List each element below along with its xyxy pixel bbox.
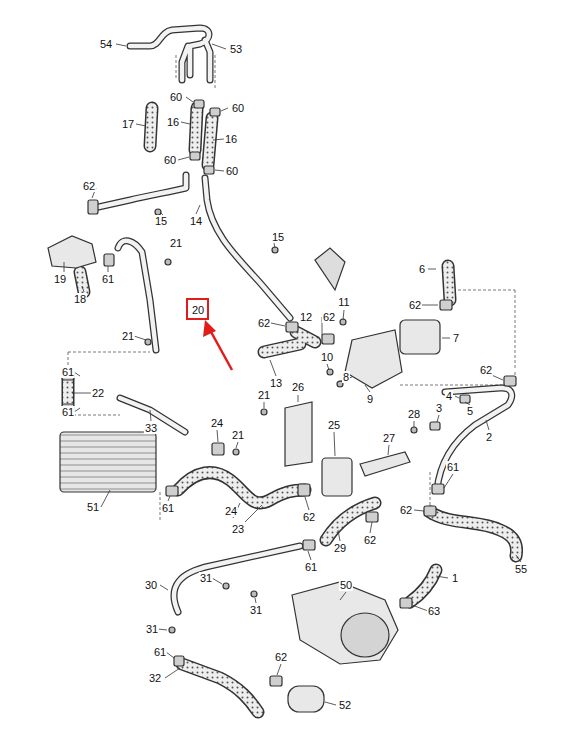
callout-number: 8 <box>342 371 350 383</box>
callout-number: 3 <box>435 402 443 414</box>
callout-number: 62 <box>363 534 377 546</box>
callout-number: 51 <box>86 501 100 513</box>
callout-number: 24 <box>210 417 224 429</box>
callout-number: 62 <box>479 364 493 376</box>
callout-number: 28 <box>407 408 421 420</box>
callout-number: 61 <box>304 561 318 573</box>
callout-number: 31 <box>249 604 263 616</box>
callout-number: 11 <box>337 296 350 308</box>
callout-number: 61 <box>61 366 75 378</box>
callout-number: 4 <box>445 390 453 402</box>
callout-number: 61 <box>101 273 115 285</box>
callout-number: 62 <box>322 311 336 323</box>
callout-number: 14 <box>189 215 203 227</box>
callout-number: 10 <box>320 351 334 363</box>
callout-number: 31 <box>199 572 213 584</box>
callout-number: 25 <box>327 419 341 431</box>
callout-number: 61 <box>61 406 75 418</box>
callout-number: 60 <box>169 91 183 103</box>
callout-number: 61 <box>161 502 175 514</box>
callout-number: 12 <box>299 311 313 323</box>
callout-number: 24 <box>224 505 238 517</box>
highlight-box: 20 <box>186 298 209 320</box>
callout-number: 21 <box>257 389 271 401</box>
callout-number: 15 <box>271 231 285 243</box>
callout-number: 20 <box>192 304 207 316</box>
callout-number: 62 <box>257 317 271 329</box>
callout-number: 16 <box>224 133 238 145</box>
callout-number: 55 <box>514 563 528 575</box>
callout-number: 62 <box>82 180 96 192</box>
callout-number: 62 <box>408 299 422 311</box>
callout-number: 50 <box>339 579 353 591</box>
callout-number: 62 <box>274 651 288 663</box>
callout-number: 62 <box>302 511 316 523</box>
callout-number: 17 <box>121 118 135 130</box>
callout-number: 61 <box>153 646 167 658</box>
callout-number: 22 <box>91 387 105 399</box>
callout-number: 61 <box>446 461 460 473</box>
callout-number: 27 <box>382 432 396 444</box>
callout-number: 62 <box>399 504 413 516</box>
callout-number: 63 <box>427 605 441 617</box>
callout-number: 52 <box>338 699 352 711</box>
callout-number: 29 <box>333 542 347 554</box>
callout-number: 7 <box>452 332 460 344</box>
callout-number: 18 <box>73 293 87 305</box>
callout-number: 6 <box>418 263 426 275</box>
callout-number: 54 <box>99 38 113 50</box>
callout-number: 16 <box>166 116 180 128</box>
callout-number: 30 <box>144 579 158 591</box>
callout-number: 60 <box>225 165 239 177</box>
callout-number: 31 <box>145 623 159 635</box>
callout-number: 33 <box>144 422 158 434</box>
callout-number: 26 <box>291 381 305 393</box>
callout-number: 32 <box>148 672 162 684</box>
callout-number: 21 <box>231 429 245 441</box>
callout-number: 5 <box>466 405 474 417</box>
callout-number: 60 <box>163 154 177 166</box>
callout-number: 53 <box>229 43 243 55</box>
callout-number: 19 <box>53 273 67 285</box>
callout-number: 21 <box>169 237 183 249</box>
callout-number: 23 <box>231 523 245 535</box>
callout-number: 13 <box>269 377 283 389</box>
callout-number: 2 <box>485 431 493 443</box>
callout-number: 21 <box>121 330 135 342</box>
callout-number: 15 <box>154 215 168 227</box>
callout-number: 60 <box>231 102 245 114</box>
callout-number: 9 <box>366 393 374 405</box>
callout-number: 1 <box>451 572 459 584</box>
